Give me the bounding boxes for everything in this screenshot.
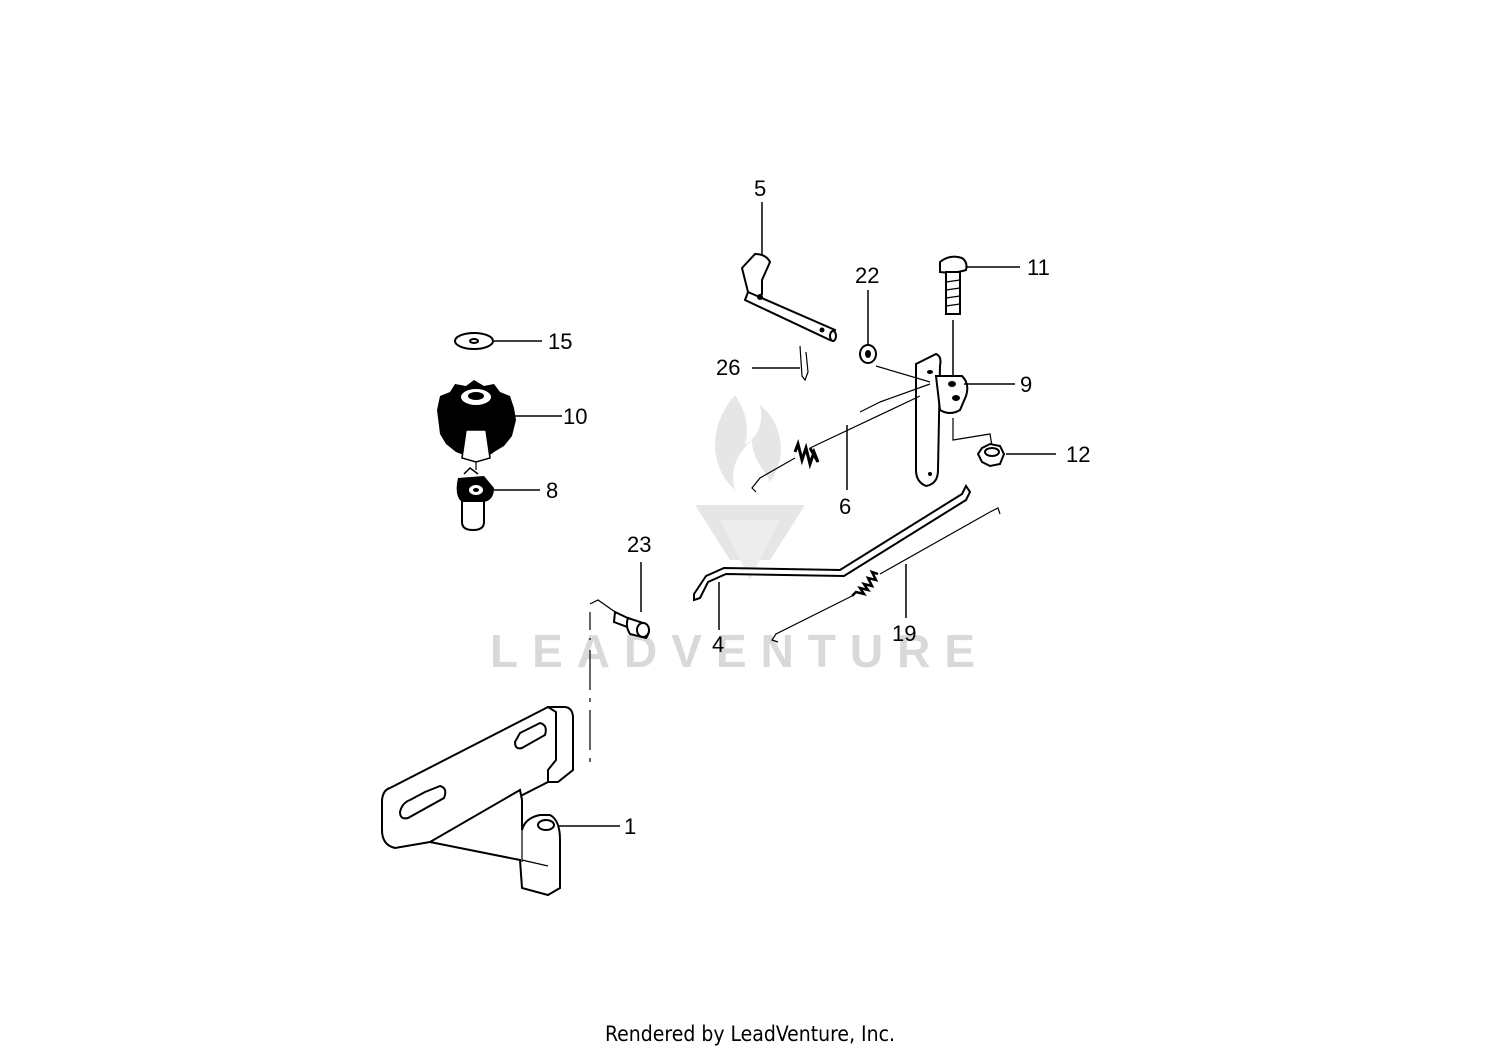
part-10-gear xyxy=(437,380,516,470)
leader-lines xyxy=(494,202,1056,827)
part-4-rod xyxy=(693,484,972,602)
callout-23: 23 xyxy=(627,532,651,557)
callout-1: 1 xyxy=(624,814,636,839)
watermark-text: LEADVENTURE xyxy=(490,625,989,677)
callouts: 5 22 11 15 26 9 10 12 8 6 23 4 19 1 xyxy=(546,176,1090,839)
callout-15: 15 xyxy=(548,329,572,354)
callout-10: 10 xyxy=(563,404,587,429)
callout-4: 4 xyxy=(712,632,724,657)
part-9-arm xyxy=(875,320,969,488)
part-12-nut xyxy=(952,418,1006,468)
part-26-clip xyxy=(799,345,809,382)
callout-19: 19 xyxy=(892,621,916,646)
callout-5: 5 xyxy=(754,176,766,201)
callout-26: 26 xyxy=(716,355,740,380)
part-8-pin xyxy=(456,467,494,532)
part-19-spring-link xyxy=(771,507,1001,643)
watermark-logo-icon xyxy=(695,395,805,580)
callout-22: 22 xyxy=(855,263,879,288)
callout-12: 12 xyxy=(1066,442,1090,467)
part-1-bracket xyxy=(381,705,574,897)
part-22-washer xyxy=(859,344,877,364)
footer-credit: Rendered by LeadVenture, Inc. xyxy=(605,1022,895,1046)
part-23-bolt xyxy=(589,562,650,770)
part-6-spring xyxy=(751,383,931,493)
part-11-bolt xyxy=(939,255,968,315)
callout-11: 11 xyxy=(1027,255,1050,280)
callout-9: 9 xyxy=(1020,372,1032,397)
callout-6: 6 xyxy=(839,494,851,519)
part-15-washer xyxy=(454,332,494,350)
callout-8: 8 xyxy=(546,478,558,503)
watermark: LEADVENTURE xyxy=(490,395,989,677)
part-5-shaft xyxy=(740,252,837,342)
